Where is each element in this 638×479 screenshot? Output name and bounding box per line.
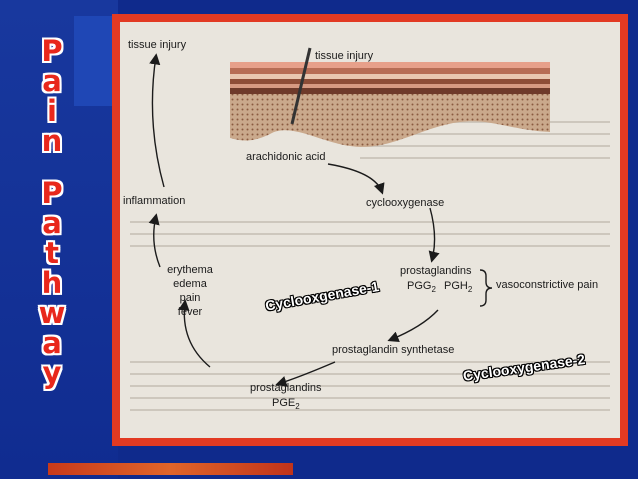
- title-letter: P: [41, 176, 63, 210]
- title-letter: a: [42, 64, 62, 98]
- label-pain: pain: [179, 292, 201, 304]
- label-erythema: erythema: [167, 264, 213, 276]
- title-letter: h: [41, 266, 63, 300]
- background-stripe: [74, 16, 118, 106]
- label-arachidonic-acid: arachidonic acid: [246, 151, 326, 163]
- title-letter: a: [42, 206, 62, 240]
- label-tissue-injury-top: tissue injury: [128, 39, 187, 51]
- title-letter: n: [41, 124, 63, 158]
- label-prostaglandin-synthetase: prostaglandin synthetase: [332, 344, 455, 356]
- label-pgh2: PGH2: [444, 280, 473, 295]
- label-prostaglandins-1: prostaglandins: [400, 265, 472, 277]
- title-gap: [22, 156, 82, 178]
- label-tissue-injury-figure: tissue injury: [315, 50, 374, 62]
- label-pge2: PGE2: [272, 397, 300, 412]
- slide-title: P a i n P a t h w a y: [22, 36, 82, 388]
- label-cyclooxygenase: cyclooxygenase: [366, 197, 445, 209]
- label-edema: edema: [173, 278, 207, 290]
- title-letter: i: [47, 94, 57, 128]
- title-letter: y: [42, 356, 62, 390]
- label-prostaglandins-2: prostaglandins: [250, 382, 322, 394]
- label-inflammation: inflammation: [123, 195, 186, 207]
- title-letter: a: [42, 326, 62, 360]
- diagram-paper: tissue injury tissue injury arachidonic …: [120, 22, 620, 438]
- tissue-illustration: [230, 47, 550, 147]
- bottom-accent-bar: [48, 463, 293, 475]
- pathway-arrows: [148, 53, 493, 387]
- label-pgg2: PGG2: [407, 280, 436, 295]
- title-letter: P: [41, 34, 63, 68]
- title-letter: t: [45, 236, 59, 270]
- title-letter: w: [38, 296, 66, 330]
- label-vasoconstrictive-pain: vasoconstrictive pain: [496, 279, 599, 291]
- label-fever: fever: [177, 306, 203, 318]
- pathway-diagram: [130, 47, 610, 411]
